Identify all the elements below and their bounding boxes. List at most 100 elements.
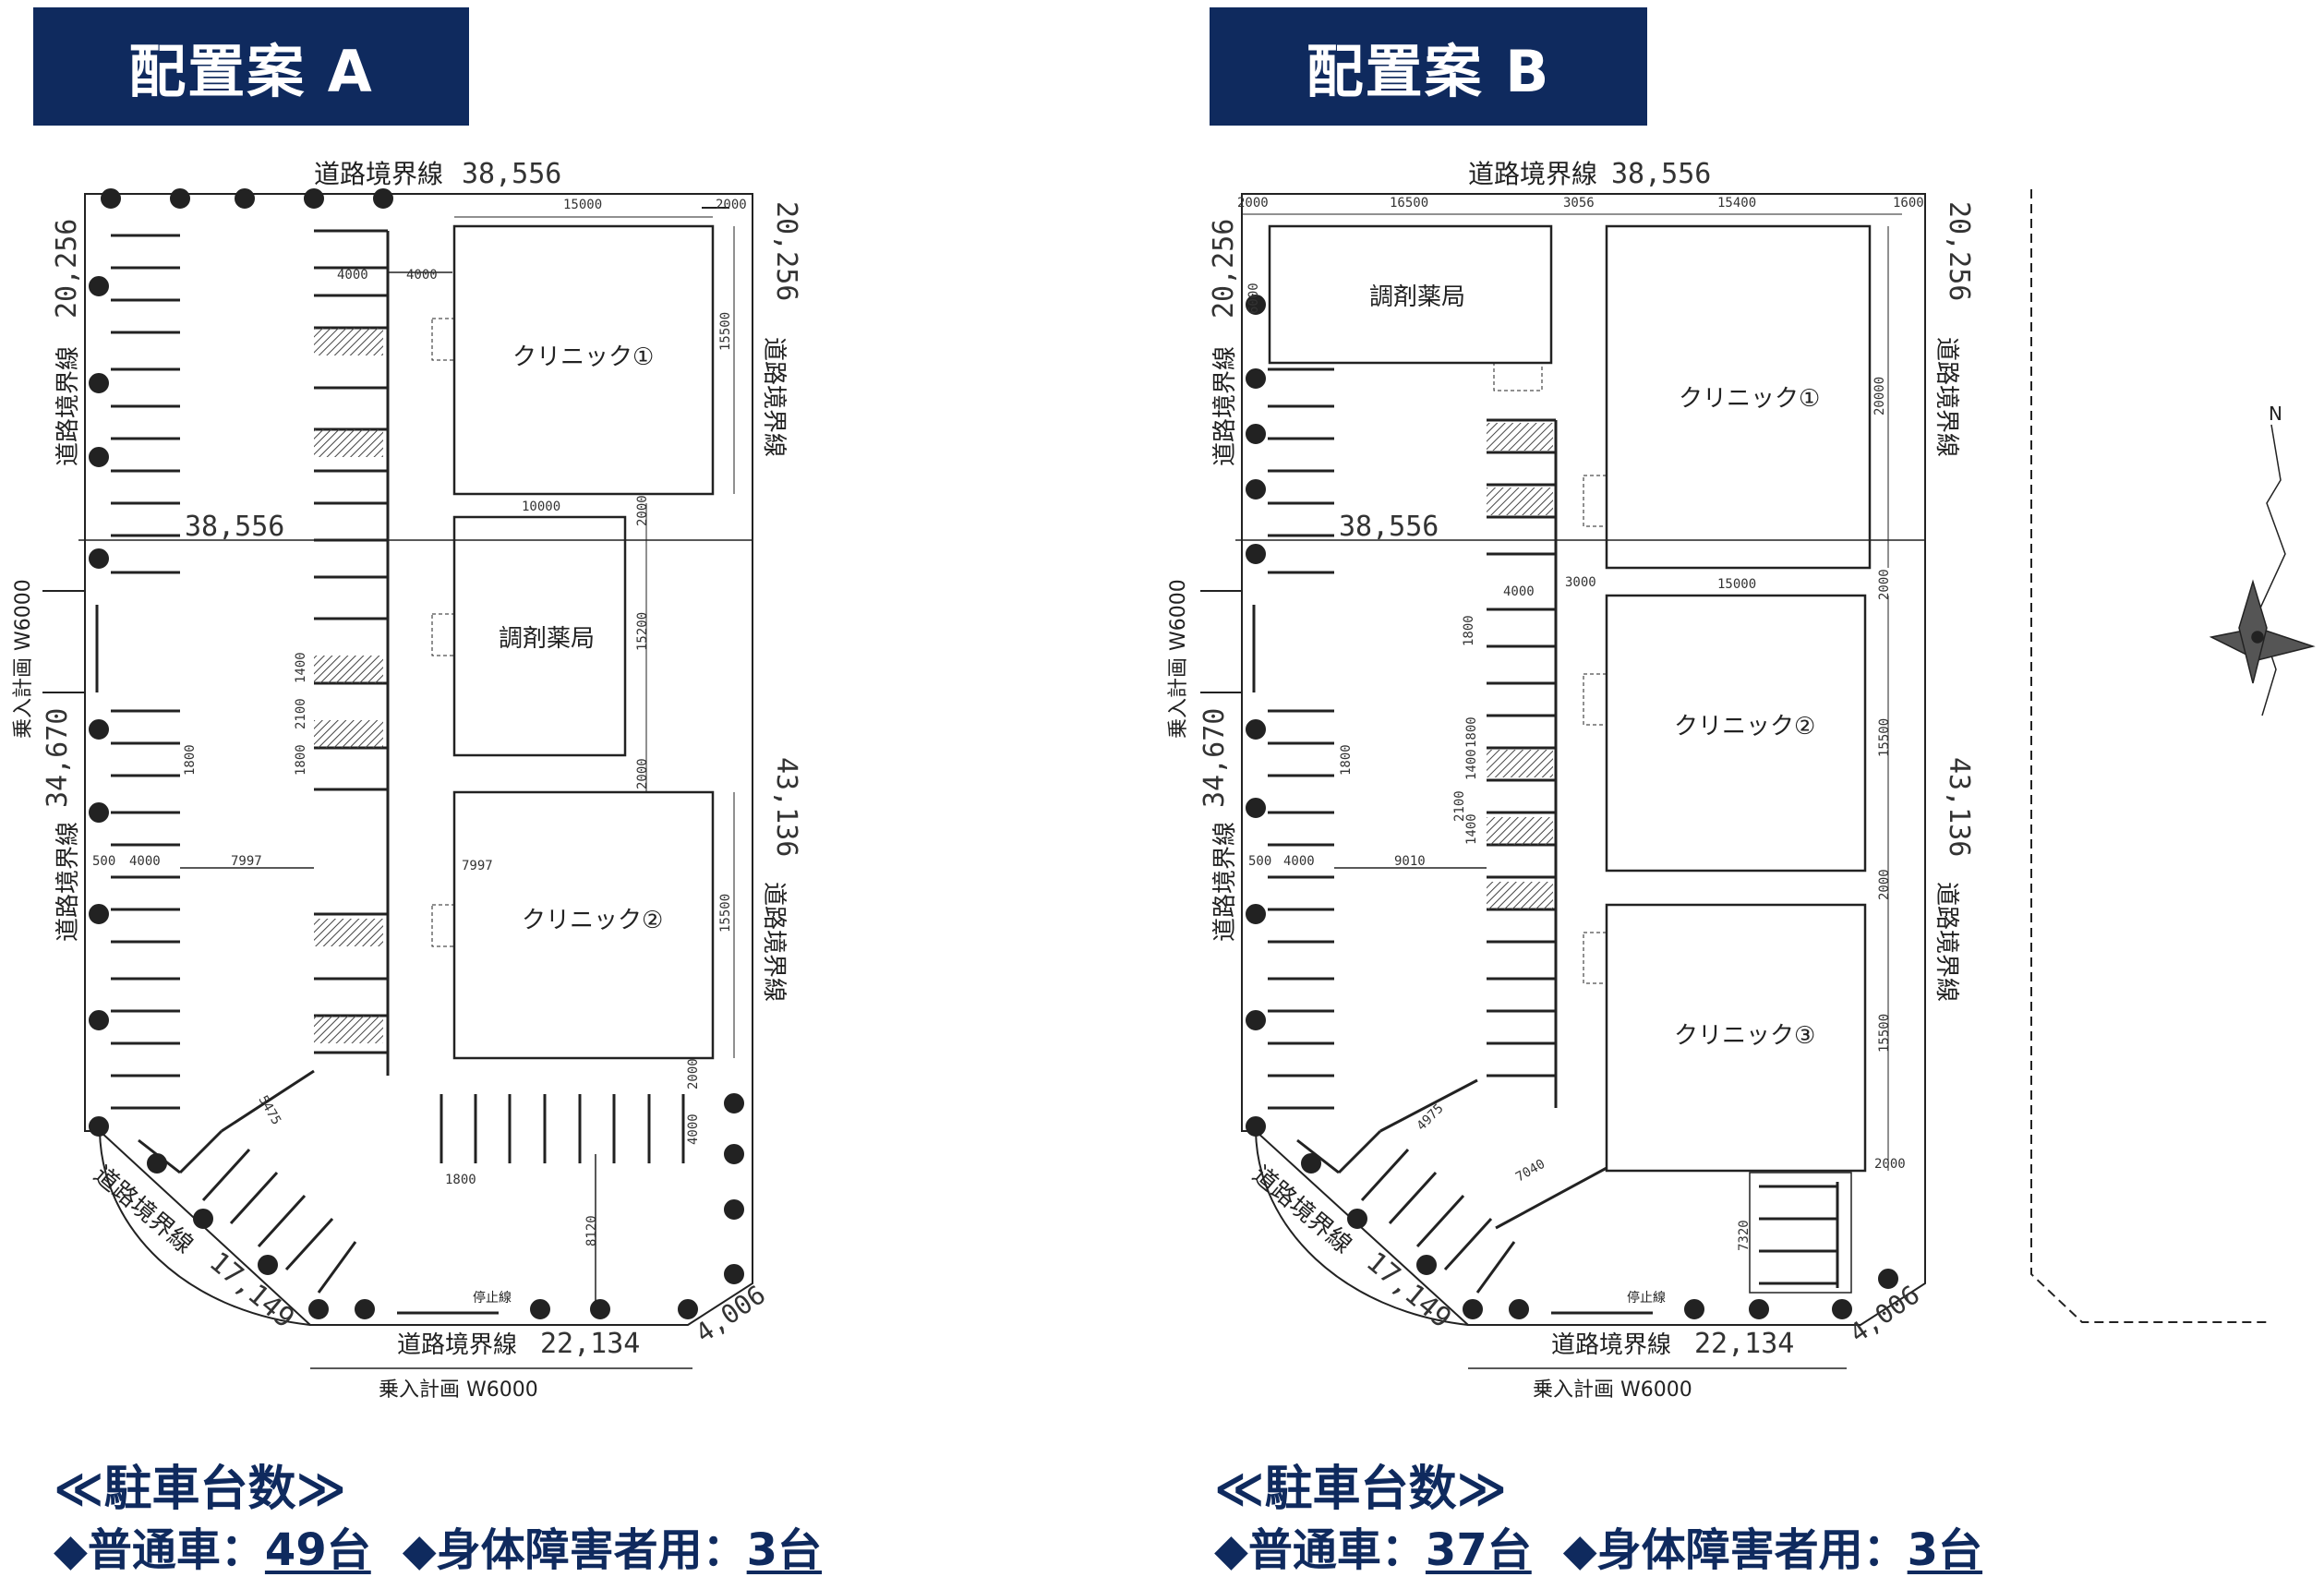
plan-a-road-label-right-upper: 道路境界線: [760, 337, 788, 457]
plan-b-small-dim: 6000: [1246, 283, 1261, 314]
plan-a-road-label-left-lower: 道路境界線: [54, 822, 82, 942]
plan-b-normal-label: ◆普通車：: [1214, 1524, 1426, 1576]
plan-a-pharmacy-outline: [452, 515, 627, 757]
plan-b-parking-summary: ≪駐車台数≫ ◆普通車：37台 ◆身体障害者用：3台: [1214, 1459, 1982, 1581]
plan-b-drawing: [1200, 189, 2316, 1369]
plan-a-dim-top: 38,556: [462, 158, 561, 190]
plan-b-small-dim: 1400: [1464, 749, 1479, 780]
plan-a-normal-value: 49台: [264, 1524, 371, 1576]
plan-b-summary-heading: ≪駐車台数≫: [1214, 1462, 1507, 1517]
plan-b-road-label-top: 道路境界線: [1468, 159, 1597, 189]
plan-b-pharmacy-outline: [1268, 224, 1553, 365]
plan-b-dim-corner: 4,006: [1844, 1279, 1925, 1348]
plan-a-boundary-curve: [99, 1130, 311, 1326]
plan-b-stop-line: 停止線: [1627, 1290, 1666, 1306]
plan-a-small-dim: 1800: [445, 1173, 476, 1187]
plan-a-building-clinic-2: クリニック②: [522, 907, 663, 934]
plan-b-small-dim: 7320: [1737, 1220, 1752, 1251]
plan-b-disabled-label: ◆身体障害者用：: [1562, 1524, 1908, 1576]
plan-a-small-dim: 7997: [462, 859, 493, 873]
plan-b-diagonal-stalls: [1296, 1078, 1608, 1294]
plan-b-dim-mid: 38,556: [1339, 511, 1439, 543]
plan-a-small-dim: 4000: [406, 268, 438, 283]
plan-b-small-dim: 15500: [1877, 1014, 1892, 1053]
plan-a-site-boundary: [84, 193, 753, 1326]
plan-b-small-dim: 2000: [1874, 1157, 1906, 1172]
plan-a-dim-right-upper: 20,256: [770, 201, 802, 301]
plan-a-small-dim: 2000: [635, 758, 650, 789]
plan-b-boundary-curve: [1255, 1130, 1469, 1326]
plan-a-stop-line: 停止線: [473, 1290, 512, 1306]
plan-a-entry-left: 乗入計画 W6000: [12, 579, 35, 739]
plan-b-building-clinic-1: クリニック①: [1679, 385, 1820, 413]
plan-b-clinic-2-outline: [1605, 594, 1867, 873]
plan-b-small-dim: 2100: [1452, 790, 1467, 822]
plan-b-small-dim: 4000: [1283, 854, 1315, 869]
plan-a-small-dim: 1800: [183, 744, 198, 776]
plan-b-road-label-left-lower: 道路境界線: [1211, 822, 1239, 942]
plan-a-disabled-label: ◆身体障害者用：: [402, 1524, 747, 1576]
plan-a-dim-mid: 38,556: [185, 511, 284, 543]
plan-a-small-dim: 8120: [584, 1215, 599, 1246]
plan-b-small-dim: 15500: [1877, 718, 1892, 757]
plan-a-left-stalls: [111, 234, 180, 1110]
plan-b-accessible-stalls: [1487, 423, 1553, 909]
plan-b-small-dim: 2000: [1237, 196, 1269, 211]
plan-b-small-dim: 15000: [1717, 577, 1756, 592]
plan-a-small-dim: 2100: [294, 698, 308, 729]
plan-b-title: 配置案 B: [1306, 38, 1551, 105]
plan-b-small-dim: 20000: [1872, 377, 1887, 415]
plan-a-center-stalls: [314, 229, 390, 1076]
plan-a-small-dim: 2000: [686, 1058, 701, 1089]
plan-a-small-dim: 7997: [231, 854, 262, 869]
plan-a-dim-corner: 4,006: [690, 1279, 771, 1348]
plan-a-building-pharmacy: 調剤薬局: [499, 625, 595, 653]
plan-b-normal-value: 37台: [1425, 1524, 1532, 1576]
plan-a-dim-left-lower: 34,670: [42, 708, 74, 808]
plan-a-building-clinic-1: クリニック①: [512, 343, 654, 371]
plan-b-entry-left: 乗入計画 W6000: [1167, 579, 1190, 739]
plan-b-small-dim: 3000: [1565, 575, 1596, 590]
plan-b-small-dim: 4000: [1503, 584, 1535, 599]
plan-a-diagonal-stalls: [138, 1069, 357, 1294]
plan-b-small-dim: 9010: [1394, 854, 1426, 869]
plan-a-disabled-value: 3台: [746, 1524, 823, 1576]
plan-b-small-dim: 500: [1248, 854, 1271, 869]
plan-a-rotated-dimensions: 15500 2000 15200 2000 15500 1800 1400 21…: [183, 312, 733, 1246]
plan-b-entry-bottom: 乗入計画 W6000: [1533, 1378, 1692, 1402]
plan-a-small-dim: 5475: [256, 1093, 284, 1127]
plan-b-small-dim: 15400: [1717, 196, 1756, 211]
plan-a-summary-line: ◆普通車：49台 ◆身体障害者用：3台: [54, 1520, 822, 1581]
plan-a-normal-label: ◆普通車：: [54, 1524, 265, 1576]
plan-b-left-stalls: [1268, 367, 1334, 1110]
plan-a-small-dim: 10000: [522, 500, 560, 514]
plan-a-small-dim: 2000: [716, 198, 747, 212]
plan-b-small-dim: 1600: [1893, 196, 1924, 211]
plan-b-rotated-dimensions: 6000 20000 2000 1800 1800 1800 1400 2100…: [1246, 283, 1906, 1251]
plan-b-small-dim: 1800: [1464, 716, 1479, 748]
plan-a-road-label-top: 道路境界線: [314, 159, 443, 189]
plan-b-building-clinic-3: クリニック③: [1674, 1022, 1815, 1050]
plan-b-small-dim: 1400: [1464, 813, 1479, 845]
plan-b-disabled-value: 3台: [1907, 1524, 1983, 1576]
plan-b-trees: [1246, 295, 1898, 1319]
plan-b-small-dim: 4975: [1415, 1101, 1447, 1134]
plan-b-building-pharmacy: 調剤薬局: [1369, 283, 1465, 311]
plan-b-small-dim: 1800: [1339, 744, 1354, 776]
plan-a-road-label-right-lower: 道路境界線: [760, 882, 788, 1002]
plan-b-dim-left-lower: 34,670: [1198, 708, 1231, 808]
plan-a-small-dim: 2000: [635, 495, 650, 526]
plan-b-small-dim: 7040: [1513, 1157, 1547, 1186]
plan-a-road-label-bottom: 道路境界線: [397, 1331, 517, 1359]
plan-a-trees: [89, 188, 744, 1319]
plan-a-dim-right-lower: 43,136: [770, 757, 802, 857]
plan-b-site-boundary: [1241, 193, 1926, 1326]
plan-a-dim-bottom: 22,134: [540, 1328, 640, 1360]
plan-a-summary-heading: ≪駐車台数≫: [54, 1462, 346, 1517]
plan-a-small-dim: 500: [92, 854, 115, 869]
plan-a-small-dim: 1400: [294, 652, 308, 683]
plan-a-small-dim: 15500: [718, 312, 733, 351]
plan-b-dim-right-lower: 43,136: [1943, 757, 1975, 857]
plan-a-small-dim: 15000: [563, 198, 602, 212]
plan-b-clinic-3-outline: [1605, 903, 1867, 1173]
